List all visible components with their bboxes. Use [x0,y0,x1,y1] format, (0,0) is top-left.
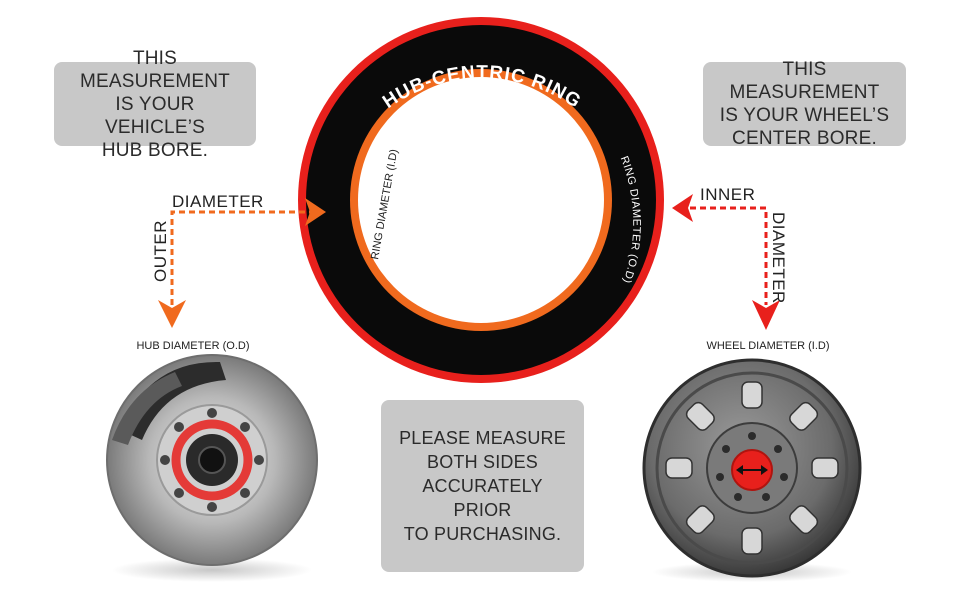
outer-arrow-head-down [158,300,186,328]
warning-line-2: BOTH SIDES [426,452,539,472]
center-bore-note-line-3: CENTER BORE. [732,128,877,149]
brake-caliper [120,361,226,440]
measure-warning-note: PLEASE MEASURE BOTH SIDES ACCURATELY PRI… [381,400,584,572]
outer-arrow-head-right [305,198,326,226]
wheel-rim-lip [655,371,849,565]
ring-bore [358,77,604,323]
inner-arrow-label-diameter: DIAMETER [769,212,788,304]
warning-line-4: TO PURCHASING. [403,524,562,544]
hub-diameter-caption: HUB DIAMETER (O.D) [136,340,249,352]
warning-line-1: PLEASE MEASURE [399,428,566,448]
center-bore-note-line-1: THIS MEASUREMENT [729,59,880,103]
hub-bore-note-line-3: HUB BORE. [101,139,209,161]
lug-holes [160,408,264,512]
inner-arrow-label-inner: INNER [700,185,755,204]
steel-wheel-image [642,358,862,582]
outer-diameter-arrow: DIAMETER OUTER [151,192,326,328]
hub-bore-note-line-1: THIS MEASUREMENT [80,47,230,92]
brake-rotor-image [106,354,318,582]
inner-arrow-path [690,206,768,305]
inner-arrow-head-left [672,194,693,222]
warning-line-3: ACCURATELY PRIOR [422,476,543,520]
inner-arrow-head-down [752,300,780,330]
center-bore-note: THIS MEASUREMENT IS YOUR WHEEL’S CENTER … [703,59,906,149]
hub-bore-note: THIS MEASUREMENT IS YOUR VEHICLE’S HUB B… [54,48,256,161]
outer-arrow-label-diameter: DIAMETER [172,192,264,211]
outer-arrow-path [170,210,318,305]
center-bore-note-line-2: IS YOUR WHEEL’S [719,105,890,126]
hub-bore-note-line-2: IS YOUR VEHICLE’S [104,93,205,138]
wheel-vent-holes [665,381,839,555]
hub-od-highlight [171,419,253,501]
rotor-shadow [112,558,312,582]
inner-diameter-arrow: INNER DIAMETER [672,185,788,330]
center-bore-arrow-right [761,465,768,475]
center-bore-arrow-left [736,465,743,475]
wheel-diameter-caption: WHEEL DIAMETER (I.D) [706,340,829,352]
hub-centric-ring: HUB-CENTRIC RING RING DIAMETER (O.D) RIN… [298,17,664,383]
outer-arrow-label-outer: OUTER [151,220,170,282]
wheel-lug-holes [716,432,788,501]
hub-center-cap [198,446,226,474]
brake-caliper-bracket [112,372,182,445]
